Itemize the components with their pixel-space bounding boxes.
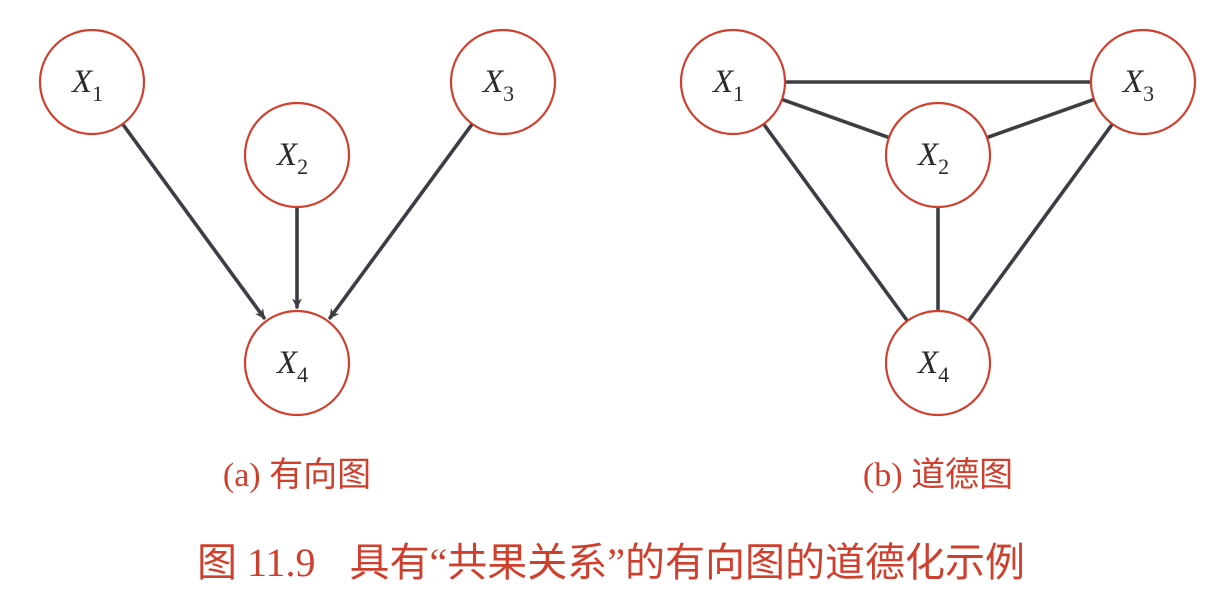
panel-b-node-label: X2 — [916, 137, 949, 179]
panel-b-node-label: X1 — [711, 64, 744, 106]
panel-a-node-label: X2 — [275, 137, 308, 179]
panel-b-node-x3: X3 — [1089, 28, 1197, 136]
panel-a-node-circle — [243, 309, 351, 417]
panel-b-edge-x1-x2 — [780, 97, 891, 140]
panel-a-node-x2: X2 — [243, 101, 351, 209]
panel-b-node-x1: X1 — [679, 28, 787, 136]
panel-b-node-label: X4 — [916, 345, 949, 387]
panel-b-node-circle — [1089, 28, 1197, 136]
figure-caption-text: 具有“共果关系”的有向图的道德化示例 — [349, 540, 1026, 585]
figure-number: 图 11.9 — [196, 540, 316, 585]
panel-a-edge-x3-x4 — [328, 122, 475, 320]
panel-b-edge-x2-x3 — [985, 97, 1096, 140]
panel-a-node-label: X1 — [70, 64, 103, 106]
panel-a-node-circle — [449, 28, 557, 136]
panel-a-caption: (a) 有向图 — [222, 457, 372, 494]
panel-a-node-label: X4 — [275, 345, 308, 387]
panel-a-node-x1: X1 — [38, 28, 146, 136]
panel-b-node-x4: X4 — [884, 309, 992, 417]
figure-caption: 图 11.9 具有“共果关系”的有向图的道德化示例 — [197, 530, 1025, 588]
panel-b-node-x2: X2 — [884, 101, 992, 209]
panel-a-node-circle — [38, 28, 146, 136]
panel-b-edge-x1-x4 — [761, 122, 910, 323]
panel-a-node-circle — [243, 101, 351, 209]
panel-a-node-x3: X3 — [449, 28, 557, 136]
panel-b-node-label: X3 — [1121, 64, 1154, 106]
panel-b-node-circle — [884, 309, 992, 417]
panel-a-node-x4: X4 — [243, 309, 351, 417]
panel-b-node-circle — [679, 28, 787, 136]
panel-a-edge-x1-x4 — [120, 122, 266, 320]
panel-a-node-label: X3 — [481, 64, 514, 106]
panel-b-node-circle — [884, 101, 992, 209]
panel-b-edge-x3-x4 — [966, 122, 1115, 323]
panel-b-caption: (b) 道德图 — [862, 457, 1014, 494]
